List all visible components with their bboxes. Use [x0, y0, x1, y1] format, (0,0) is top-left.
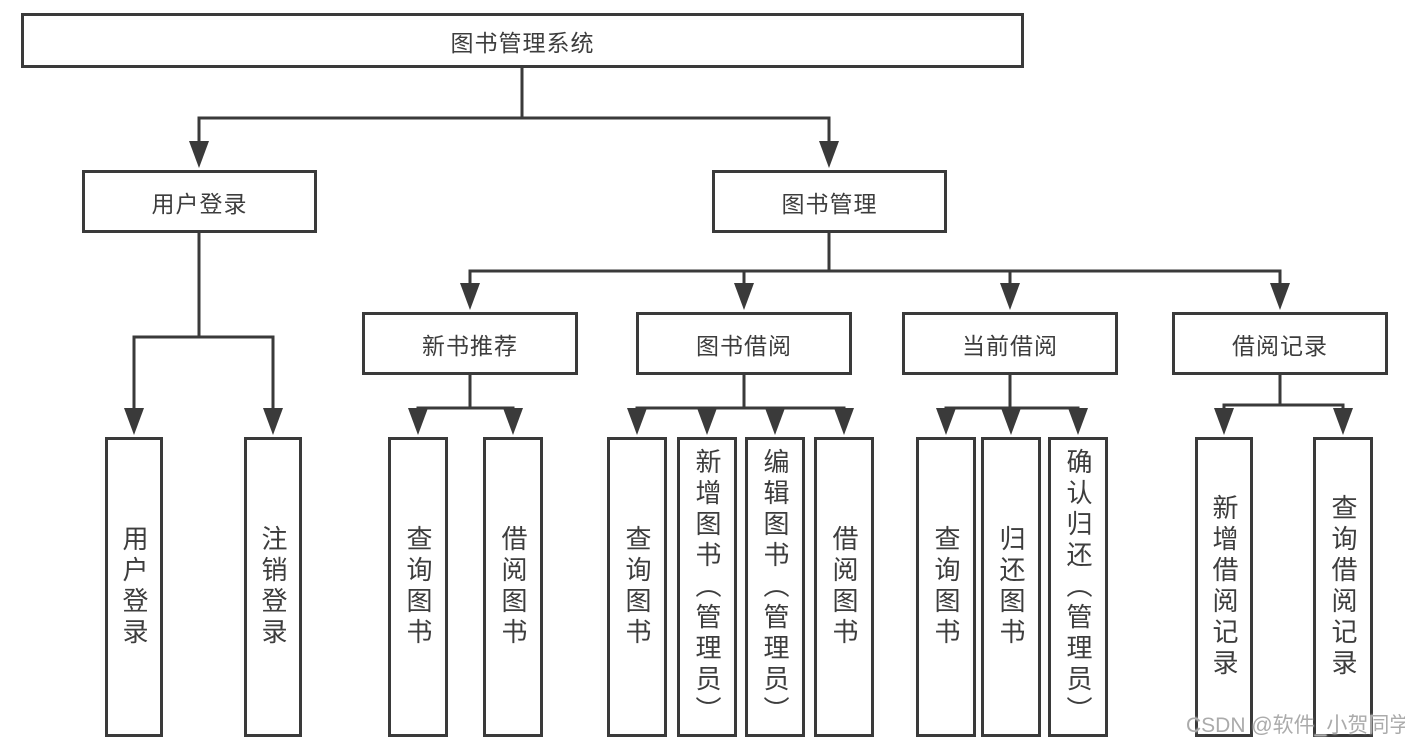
- leaf-borrow-books: 借阅图书: [483, 437, 543, 737]
- leaf-query-books: 查询图书: [916, 437, 976, 737]
- arrowheads: [124, 141, 1353, 435]
- leaf-logout: 注销登录: [244, 437, 302, 737]
- connector-lines: [132, 68, 1345, 413]
- leaf-confirm-return-admin: 确认归还（管理员）: [1048, 437, 1108, 737]
- leaf-borrow-books: 借阅图书: [814, 437, 874, 737]
- leaf-user-login: 用户登录: [105, 437, 163, 737]
- leaf-return-books: 归还图书: [981, 437, 1041, 737]
- leaf-add-books-admin: 新增图书（管理员）: [677, 437, 737, 737]
- node-book-borrowing: 图书借阅: [636, 312, 852, 375]
- node-library-management-system: 图书管理系统: [21, 13, 1024, 68]
- node-borrowing-records: 借阅记录: [1172, 312, 1388, 375]
- node-user-login: 用户登录: [82, 170, 317, 233]
- leaf-query-books: 查询图书: [607, 437, 667, 737]
- leaf-query-books: 查询图书: [388, 437, 448, 737]
- node-current-borrowing: 当前借阅: [902, 312, 1118, 375]
- leaf-edit-books-admin: 编辑图书（管理员）: [745, 437, 805, 737]
- leaf-add-borrow-record: 新增借阅记录: [1195, 437, 1253, 737]
- node-new-book-recommendation: 新书推荐: [362, 312, 578, 375]
- node-book-management: 图书管理: [712, 170, 947, 233]
- csdn-watermark: CSDN @软件_小贺同学: [1186, 714, 1405, 737]
- leaf-query-borrow-record: 查询借阅记录: [1313, 437, 1373, 737]
